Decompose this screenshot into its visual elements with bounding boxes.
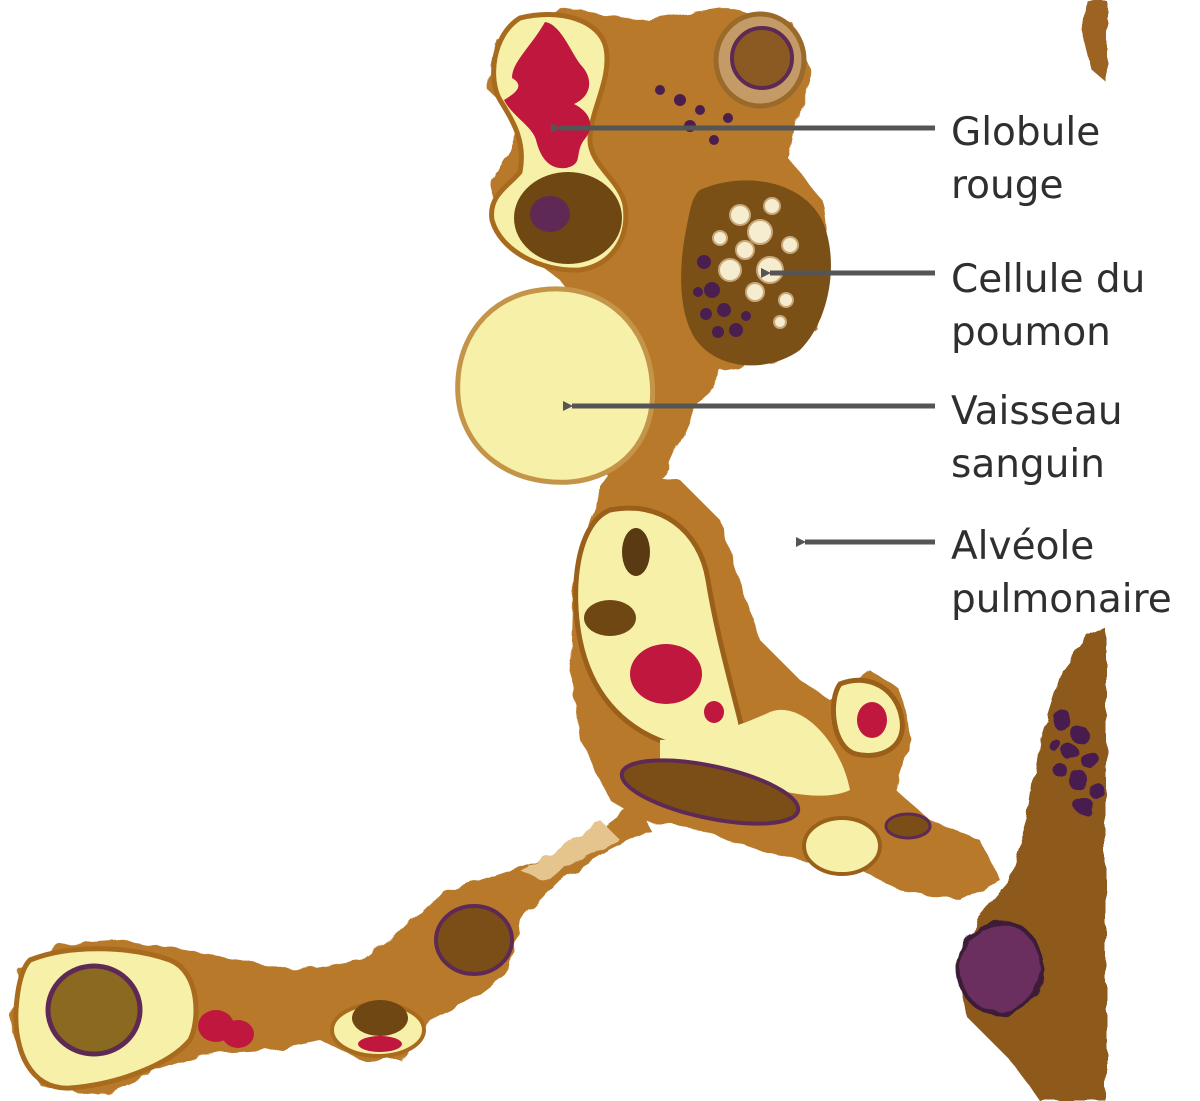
label-vaisseau-sanguin-line2: sanguin bbox=[951, 442, 1105, 487]
label-vaisseau-sanguin-line1: Vaisseau bbox=[951, 389, 1123, 434]
alveolar-wall-lower-thin bbox=[520, 820, 620, 880]
red-blood-cell-middle bbox=[630, 644, 702, 704]
capillary-branch bbox=[660, 709, 850, 796]
granules bbox=[693, 255, 751, 338]
label-alveole-pulmonaire: Alvéole pulmonaire bbox=[951, 520, 1172, 626]
red-blood-cell-right bbox=[857, 702, 887, 738]
label-globule-rouge-line1: Globule bbox=[951, 110, 1101, 155]
red-blood-cells bbox=[198, 22, 887, 1052]
nucleus-elongated bbox=[619, 758, 801, 826]
label-globule-rouge-line2: rouge bbox=[951, 163, 1064, 208]
label-alveole-pulmonaire-line1: Alvéole bbox=[951, 524, 1095, 569]
nucleus-right bbox=[956, 920, 1044, 1016]
label-cellule-du-poumon: Cellule du poumon bbox=[951, 253, 1145, 359]
nucleus-lower-mid bbox=[434, 904, 514, 976]
red-blood-cell-lower-mid bbox=[358, 1036, 402, 1052]
nucleus-top-right-inner bbox=[730, 26, 794, 90]
label-cellule-du-poumon-line2: poumon bbox=[951, 310, 1111, 355]
nucleus-mid-small bbox=[622, 528, 650, 576]
nucleus-lower-left bbox=[45, 963, 143, 1057]
granule-cluster-right bbox=[1049, 710, 1104, 815]
nucleus-mid-left bbox=[584, 600, 636, 636]
globule-rouge-shape bbox=[504, 22, 591, 169]
nucleus-lower-small bbox=[352, 1000, 408, 1036]
annotation-arrows bbox=[551, 123, 935, 547]
label-cellule-du-poumon-line1: Cellule du bbox=[951, 257, 1146, 302]
red-blood-cell-lower-left-b bbox=[222, 1020, 254, 1048]
cell-nuclei bbox=[45, 11, 932, 1057]
capillary-lower-right bbox=[802, 816, 882, 876]
red-blood-cell-small bbox=[704, 701, 724, 723]
tissue-edge-top-right bbox=[1082, 0, 1106, 82]
label-globule-rouge: Globule rouge bbox=[951, 106, 1100, 212]
label-alveole-pulmonaire-line2: pulmonaire bbox=[951, 577, 1172, 622]
label-vaisseau-sanguin: Vaisseau sanguin bbox=[951, 385, 1123, 491]
cellule-du-poumon-shape bbox=[681, 180, 831, 366]
nucleus-upper-left-inner bbox=[530, 196, 570, 232]
nucleus-right-small bbox=[884, 812, 932, 840]
vaisseau-sanguin-shape bbox=[455, 286, 656, 485]
